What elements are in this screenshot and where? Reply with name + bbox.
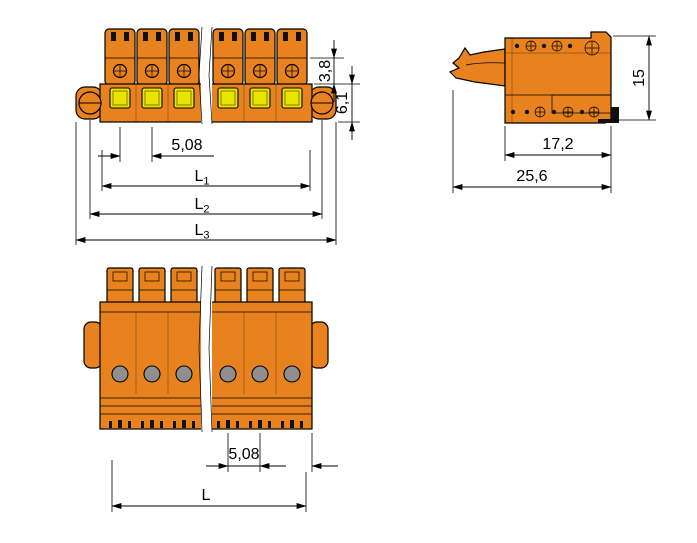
flange-screw-icon [78, 91, 102, 115]
dimension-length-2: L2 [89, 120, 323, 219]
pole-top [138, 267, 166, 304]
pole-housing [168, 28, 200, 86]
push-button [173, 87, 195, 109]
dim-depth-body-label: 17,2 [542, 136, 573, 153]
front-view-dimensions: 3,8 6,1 5,08 L1 L2 [75, 40, 360, 245]
wire-entry-hole [251, 365, 269, 383]
rivet-dot-icon [514, 43, 520, 49]
screw-cross-icon [525, 40, 537, 52]
screw-cross-icon [551, 40, 563, 52]
dim-length-label: L [202, 487, 211, 504]
dim-depth-total-label: 25,6 [516, 168, 547, 185]
screw-cross-icon [562, 106, 574, 118]
pole-top [214, 267, 242, 304]
dimension-length-3: L3 [75, 122, 337, 245]
break-line [198, 26, 213, 125]
mounting-flange-left [83, 321, 103, 369]
dim-pin-pitch-front-label: 5,08 [171, 137, 202, 154]
pole-housing [104, 28, 136, 86]
push-button [281, 87, 303, 109]
rivet-dot-icon [524, 109, 530, 115]
connector-body-side [504, 31, 612, 124]
dimension-pin-pitch-front: 5,08 [98, 127, 214, 162]
bottom-view [83, 265, 329, 433]
rivet-dot-icon [510, 109, 516, 115]
screw-cross-icon [534, 106, 546, 118]
dimension-depth-body: 17,2 [504, 126, 612, 161]
pole-housing [244, 28, 276, 86]
wire-entry-hole [219, 365, 237, 383]
rivet-dot-icon [551, 109, 557, 115]
pcb-latch [598, 107, 619, 123]
dim-pin-pitch-bottom-label: 5,08 [228, 446, 259, 463]
dim-length-2-label: L2 [194, 196, 209, 216]
dimension-length-1: L1 [101, 150, 311, 191]
bottom-view-dimensions: 5,08 L [111, 433, 338, 512]
push-button [217, 87, 239, 109]
break-line [198, 265, 213, 433]
latch-lever [448, 46, 506, 87]
wire-entry-hole [175, 365, 193, 383]
dim-height-label: 15 [631, 69, 648, 87]
dimension-length: L [111, 460, 307, 512]
screw-cross-icon [588, 106, 600, 118]
dim-clamp-zone-height-label: 3,8 [317, 60, 334, 82]
pole-top [170, 267, 198, 304]
dimension-pin-pitch-bottom: 5,08 [206, 433, 338, 472]
rivet-dot-icon [541, 43, 547, 49]
wire-entry-hole [111, 365, 129, 383]
pole-top [246, 267, 274, 304]
push-button [109, 87, 131, 109]
pole-housing [212, 28, 244, 86]
screw-cross-icon [584, 40, 600, 56]
dim-housing-height-label: 6,1 [334, 92, 351, 114]
dimension-housing-height: 6,1 [334, 66, 360, 140]
dim-length-3-label: L3 [194, 222, 209, 242]
mounting-flange-right [309, 321, 329, 369]
pole-top [278, 267, 306, 304]
side-view-dimensions: 15 17,2 25,6 [452, 35, 656, 193]
rivet-dot-icon [567, 43, 573, 49]
rivet-dot-icon [579, 109, 585, 115]
wire-entry-hole [143, 365, 161, 383]
wire-entry-hole [283, 365, 301, 383]
pole-housing [276, 28, 308, 86]
front-view [75, 26, 337, 125]
push-button [249, 87, 271, 109]
flange-screw-icon [310, 91, 334, 115]
dimension-depth-total: 25,6 [452, 90, 612, 193]
push-button [141, 87, 163, 109]
pole-housing [136, 28, 168, 86]
dim-length-1-label: L1 [194, 168, 209, 188]
side-view [448, 31, 619, 124]
pole-top [106, 267, 134, 304]
dimension-height: 15 [613, 35, 656, 121]
